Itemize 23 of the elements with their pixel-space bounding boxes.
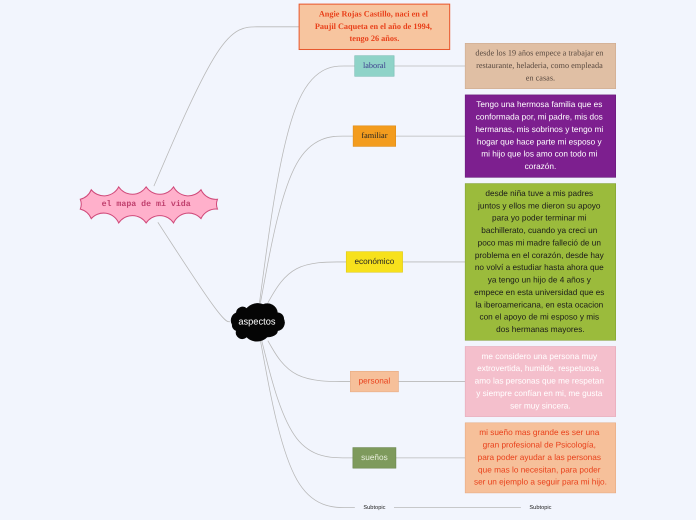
node-box: mi sueño mas grande es ser una gran profesional de Psicología, para poder ayudar a las personas que mas lo necesitan, para poder ser un ejemplo a seguir para mi hijo. [464,422,616,494]
connector [157,222,231,322]
node-box: personal [350,370,399,392]
node-box: familiar [352,126,396,147]
node-box: sueños [352,447,396,468]
connector [260,340,356,508]
connector [395,136,466,137]
connector [260,136,354,304]
connector [261,340,354,458]
node-box: laboral [354,55,394,77]
connector [393,507,522,508]
connector [259,66,356,304]
node-box: Tengo una hermosa familia que es conformada por, mi padre, mis dos hermanas, mis sobrinos y tengo mi hogar que hace parte mi esposo y mi hijo que los amo con todo mi corazón. [464,94,616,178]
connector [154,26,300,187]
node-box: desde los 19 años empece a trabajar en restaurante, heladeria, como empleada en casas. [464,43,616,89]
connector [267,262,347,304]
node-box: desde niña tuve a mis padres juntos y ellos me dieron su apoyo para yo poder terminar mi bachillerato, cuando ya creci un poco mas mi madre falleció de un problema en el corazón, desde hay no volví a estudiar hasta ahora que ya tengo un hijo de 4 años y empece en esta universidad que es la iberoamericana, en esta ocacion con el apoyo de mi esposo y mis dos hermanas mayores. [464,183,616,341]
node-box: me considero una persona muy extrovertida, humilde, respetuosa, amo las personas que me respetan y siempre confían en mi, me gusta ser muy sincera. [464,346,616,417]
connector [398,381,466,382]
node-box: económico [346,251,403,272]
node-box: Angie Rojas Castillo, naci en el Paujil Caqueta en el año de 1994, tengo 26 años. [298,4,450,50]
connector [267,340,351,382]
connector [396,457,466,458]
